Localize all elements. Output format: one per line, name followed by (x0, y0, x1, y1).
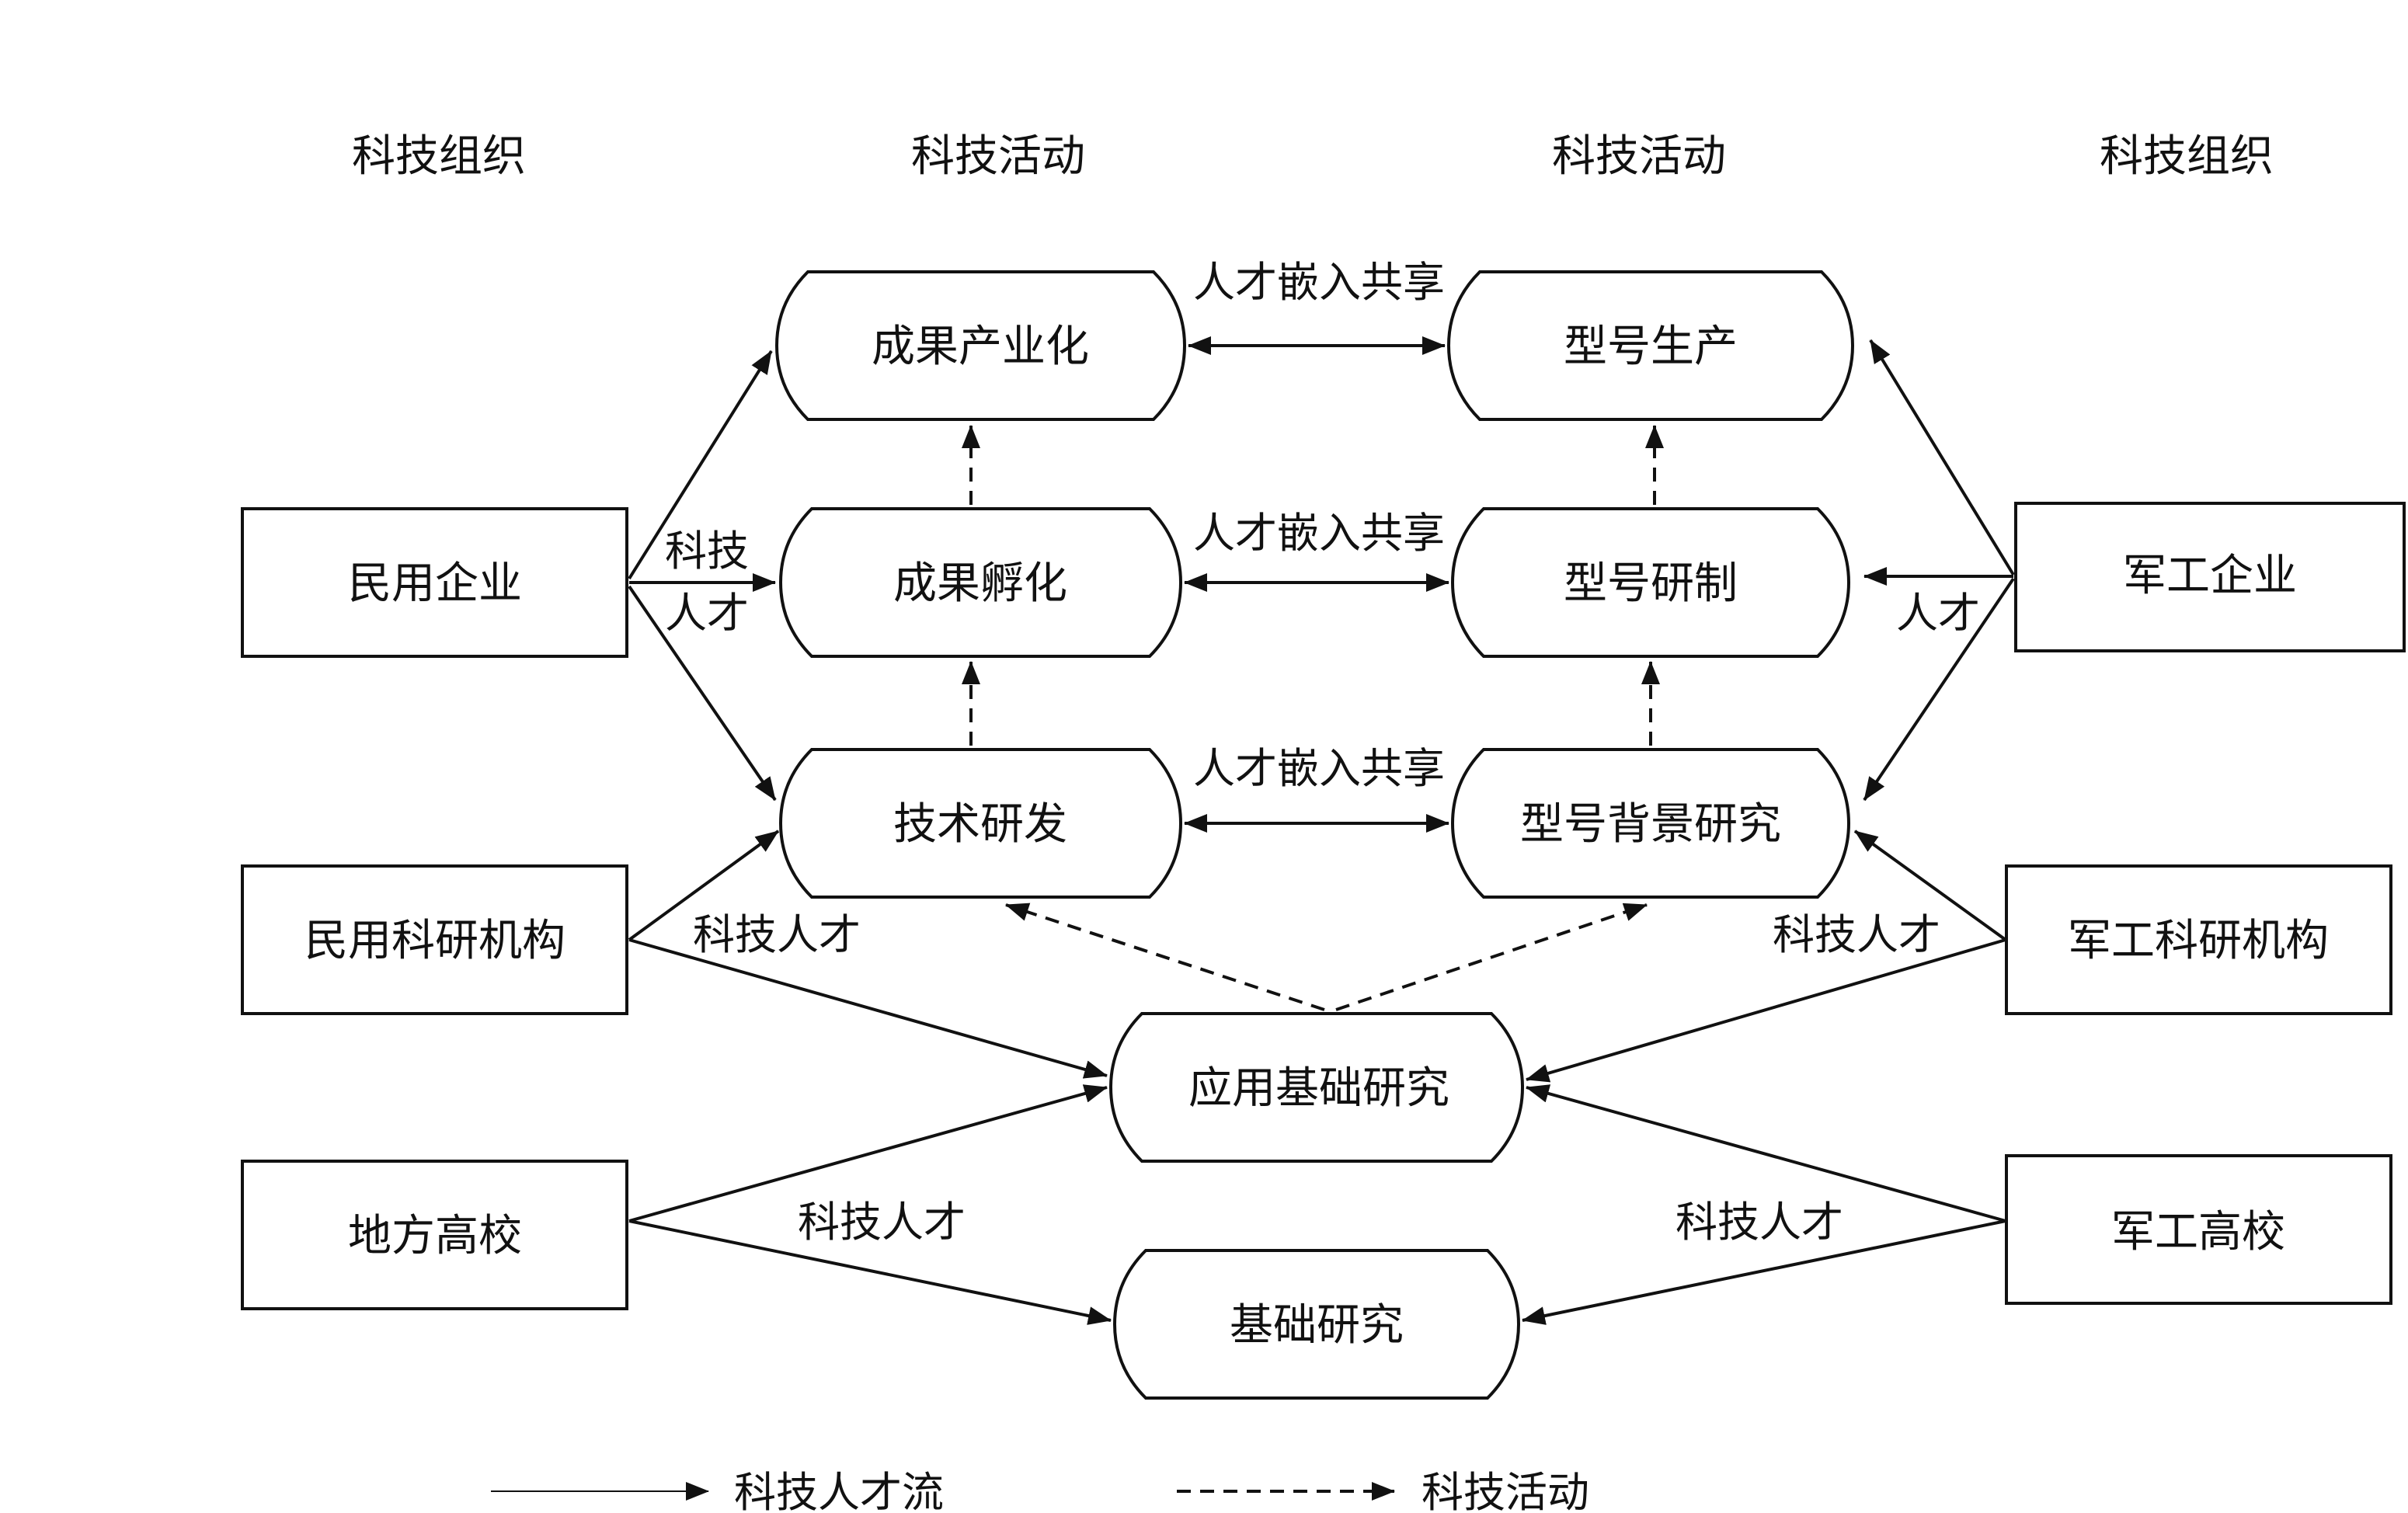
arrow-military-university-to-basic (1522, 1219, 2006, 1325)
label-share-bottom: 人才嵌入共享 (1193, 744, 1445, 793)
label-local-university: 地方高校 (348, 1211, 522, 1261)
node-model-background-research (1450, 748, 1851, 899)
label-basic-research: 基础研究 (1230, 1300, 1404, 1351)
box-military-university (2005, 1154, 2392, 1305)
label-achievement-incubation: 成果孵化 (893, 558, 1067, 609)
label-military-university-talent: 科技人才 (1676, 1198, 1843, 1247)
node-model-development (1450, 507, 1851, 658)
legend-solid-label: 科技人才流 (734, 1468, 944, 1513)
label-military-research-institute: 军工科研机构 (2068, 916, 2329, 966)
label-civil-enterprise-talent-line1: 科技 (665, 527, 749, 576)
label-model-development: 型号研制 (1564, 558, 1738, 609)
arrow-military-enterprise-to-production (1869, 339, 2015, 576)
arrow-civil-enterprise-to-industrialization (628, 350, 773, 580)
node-achievement-industrialization (774, 270, 1187, 421)
label-share-middle: 人才嵌入共享 (1193, 509, 1445, 558)
box-civil-research-institute (241, 864, 628, 1015)
header-military-org: 科技组织 (2100, 131, 2274, 182)
arrow-local-university-to-basic (628, 1219, 1112, 1325)
box-local-university (241, 1160, 628, 1310)
box-military-enterprise (2014, 502, 2406, 652)
dashed-applied-to-rd (1005, 903, 1325, 1011)
header-civil-activity: 科技活动 (911, 131, 1085, 182)
arrow-military-research-to-applied (1526, 938, 2006, 1083)
label-civil-research-talent: 科技人才 (693, 910, 861, 959)
node-basic-research (1112, 1249, 1521, 1400)
label-military-enterprise-talent: 人才 (1896, 589, 1980, 638)
header-civil-org: 科技组织 (352, 131, 526, 182)
label-military-enterprise: 军工企业 (2123, 551, 2297, 601)
box-civil-enterprise (241, 507, 628, 658)
label-civil-research-institute: 民用科研机构 (304, 916, 565, 966)
node-technology-rd (778, 748, 1183, 899)
arrow-military-enterprise-to-background (1863, 577, 2015, 802)
label-model-background-research: 型号背景研究 (1520, 799, 1781, 850)
node-applied-basic-research (1108, 1012, 1525, 1163)
arrow-military-research-to-background (1853, 830, 2007, 941)
box-military-research-institute (2005, 864, 2392, 1015)
label-local-university-talent: 科技人才 (798, 1198, 966, 1247)
label-civil-enterprise: 民用企业 (348, 558, 522, 609)
legend-dashed-label: 科技活动 (1421, 1468, 1589, 1513)
arrow-military-university-to-applied (1526, 1084, 2006, 1223)
label-model-production: 型号生产 (1564, 322, 1738, 372)
label-military-research-talent: 科技人才 (1773, 910, 1940, 959)
label-military-university: 军工高校 (2111, 1207, 2285, 1257)
arrow-civil-research-to-rd (628, 830, 780, 941)
label-applied-basic-research: 应用基础研究 (1188, 1063, 1449, 1114)
label-achievement-industrialization: 成果产业化 (872, 322, 1089, 372)
arrow-local-university-to-applied (628, 1084, 1108, 1223)
node-model-production (1446, 270, 1855, 421)
label-share-top: 人才嵌入共享 (1193, 258, 1445, 307)
label-civil-enterprise-talent-line2: 人才 (665, 589, 749, 638)
label-technology-rd: 技术研发 (893, 799, 1067, 850)
header-military-activity: 科技活动 (1552, 131, 1726, 182)
node-achievement-incubation (778, 507, 1183, 658)
dashed-applied-to-background (1335, 903, 1648, 1011)
arrow-civil-research-to-applied (628, 938, 1108, 1079)
arrow-civil-enterprise-to-rd (628, 585, 777, 802)
